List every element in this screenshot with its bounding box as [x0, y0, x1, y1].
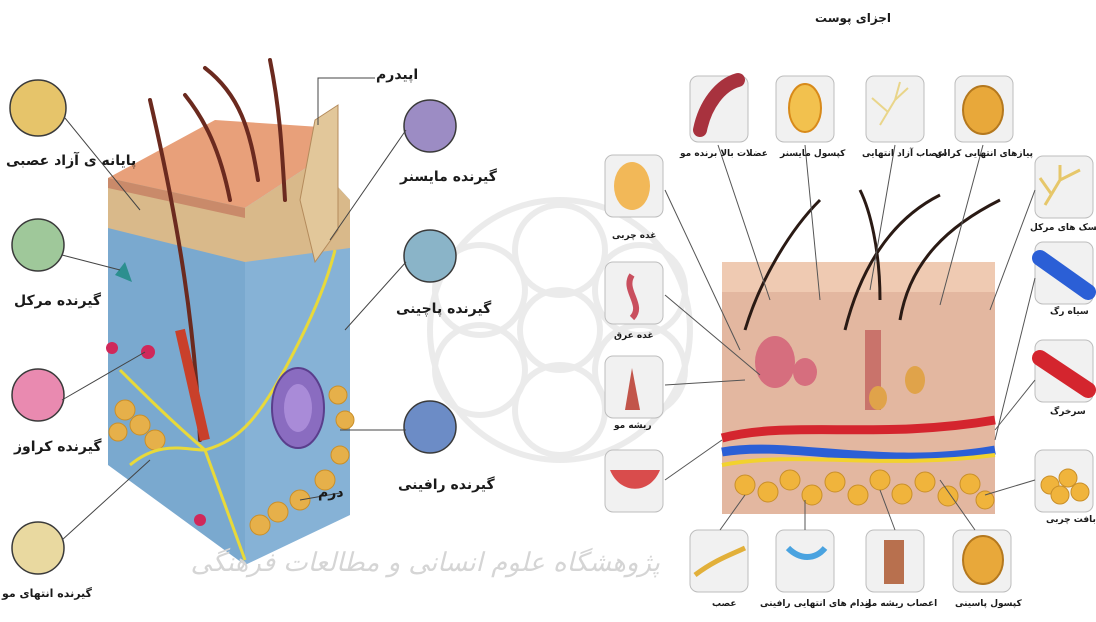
label-sebaceous-gland: غده چربی [612, 232, 656, 241]
label-arrector-pili: عضلات بالا برنده مو [680, 150, 768, 159]
label-sweat-gland: غده عرق [614, 332, 654, 341]
label-pacinian-capsule: کپسول پاسینی [955, 600, 1022, 609]
label-merkel-discs: دیسک های مرکل [1030, 224, 1096, 233]
label-artery: سرخرگ [1050, 408, 1086, 417]
label-hair-root-nerves: اعصاب ریشه مو [866, 600, 937, 609]
label-hair-end-receptor: گیرنده انتهای مو [2, 588, 92, 599]
label-vein: سیاه رگ [1050, 308, 1089, 317]
label-free-nerve-ending: پایانه ی آزاد عصبی [6, 154, 136, 168]
diagram-title: اجزای پوست [815, 12, 891, 24]
left-skin-block [106, 60, 354, 565]
watermark-text: پژوهشگاه علوم انسانی و مطالعات فرهنگی [330, 548, 660, 578]
label-nerve: عصب [712, 600, 737, 609]
label-merkel-receptor: گیرنده مرکل [14, 294, 101, 308]
label-epidermis: اپیدرم [376, 68, 418, 82]
label-fat-tissue: بافت چربی [1046, 516, 1096, 525]
label-pacinian-receptor: گیرنده پاچینی [396, 302, 491, 316]
label-dermis: درم [318, 486, 344, 500]
label-hair-root: ریشه مو [614, 422, 652, 431]
label-ruffini-endings: اندام های انتهایی رافینی [760, 600, 871, 609]
label-free-nerve-endings: اعصاب آزاد انتهایی [862, 150, 947, 159]
label-meissner-receptor: گیرنده مایسنر [400, 170, 497, 184]
label-meissner-capsule: کپسول مایسنر [780, 150, 845, 159]
label-krause-receptor: گیرنده کراوز [14, 440, 101, 454]
label-ruffini-receptor: گیرنده رافینی [398, 478, 495, 492]
label-krause-bulbs: پیازهای انتهایی کراس [935, 150, 1033, 159]
